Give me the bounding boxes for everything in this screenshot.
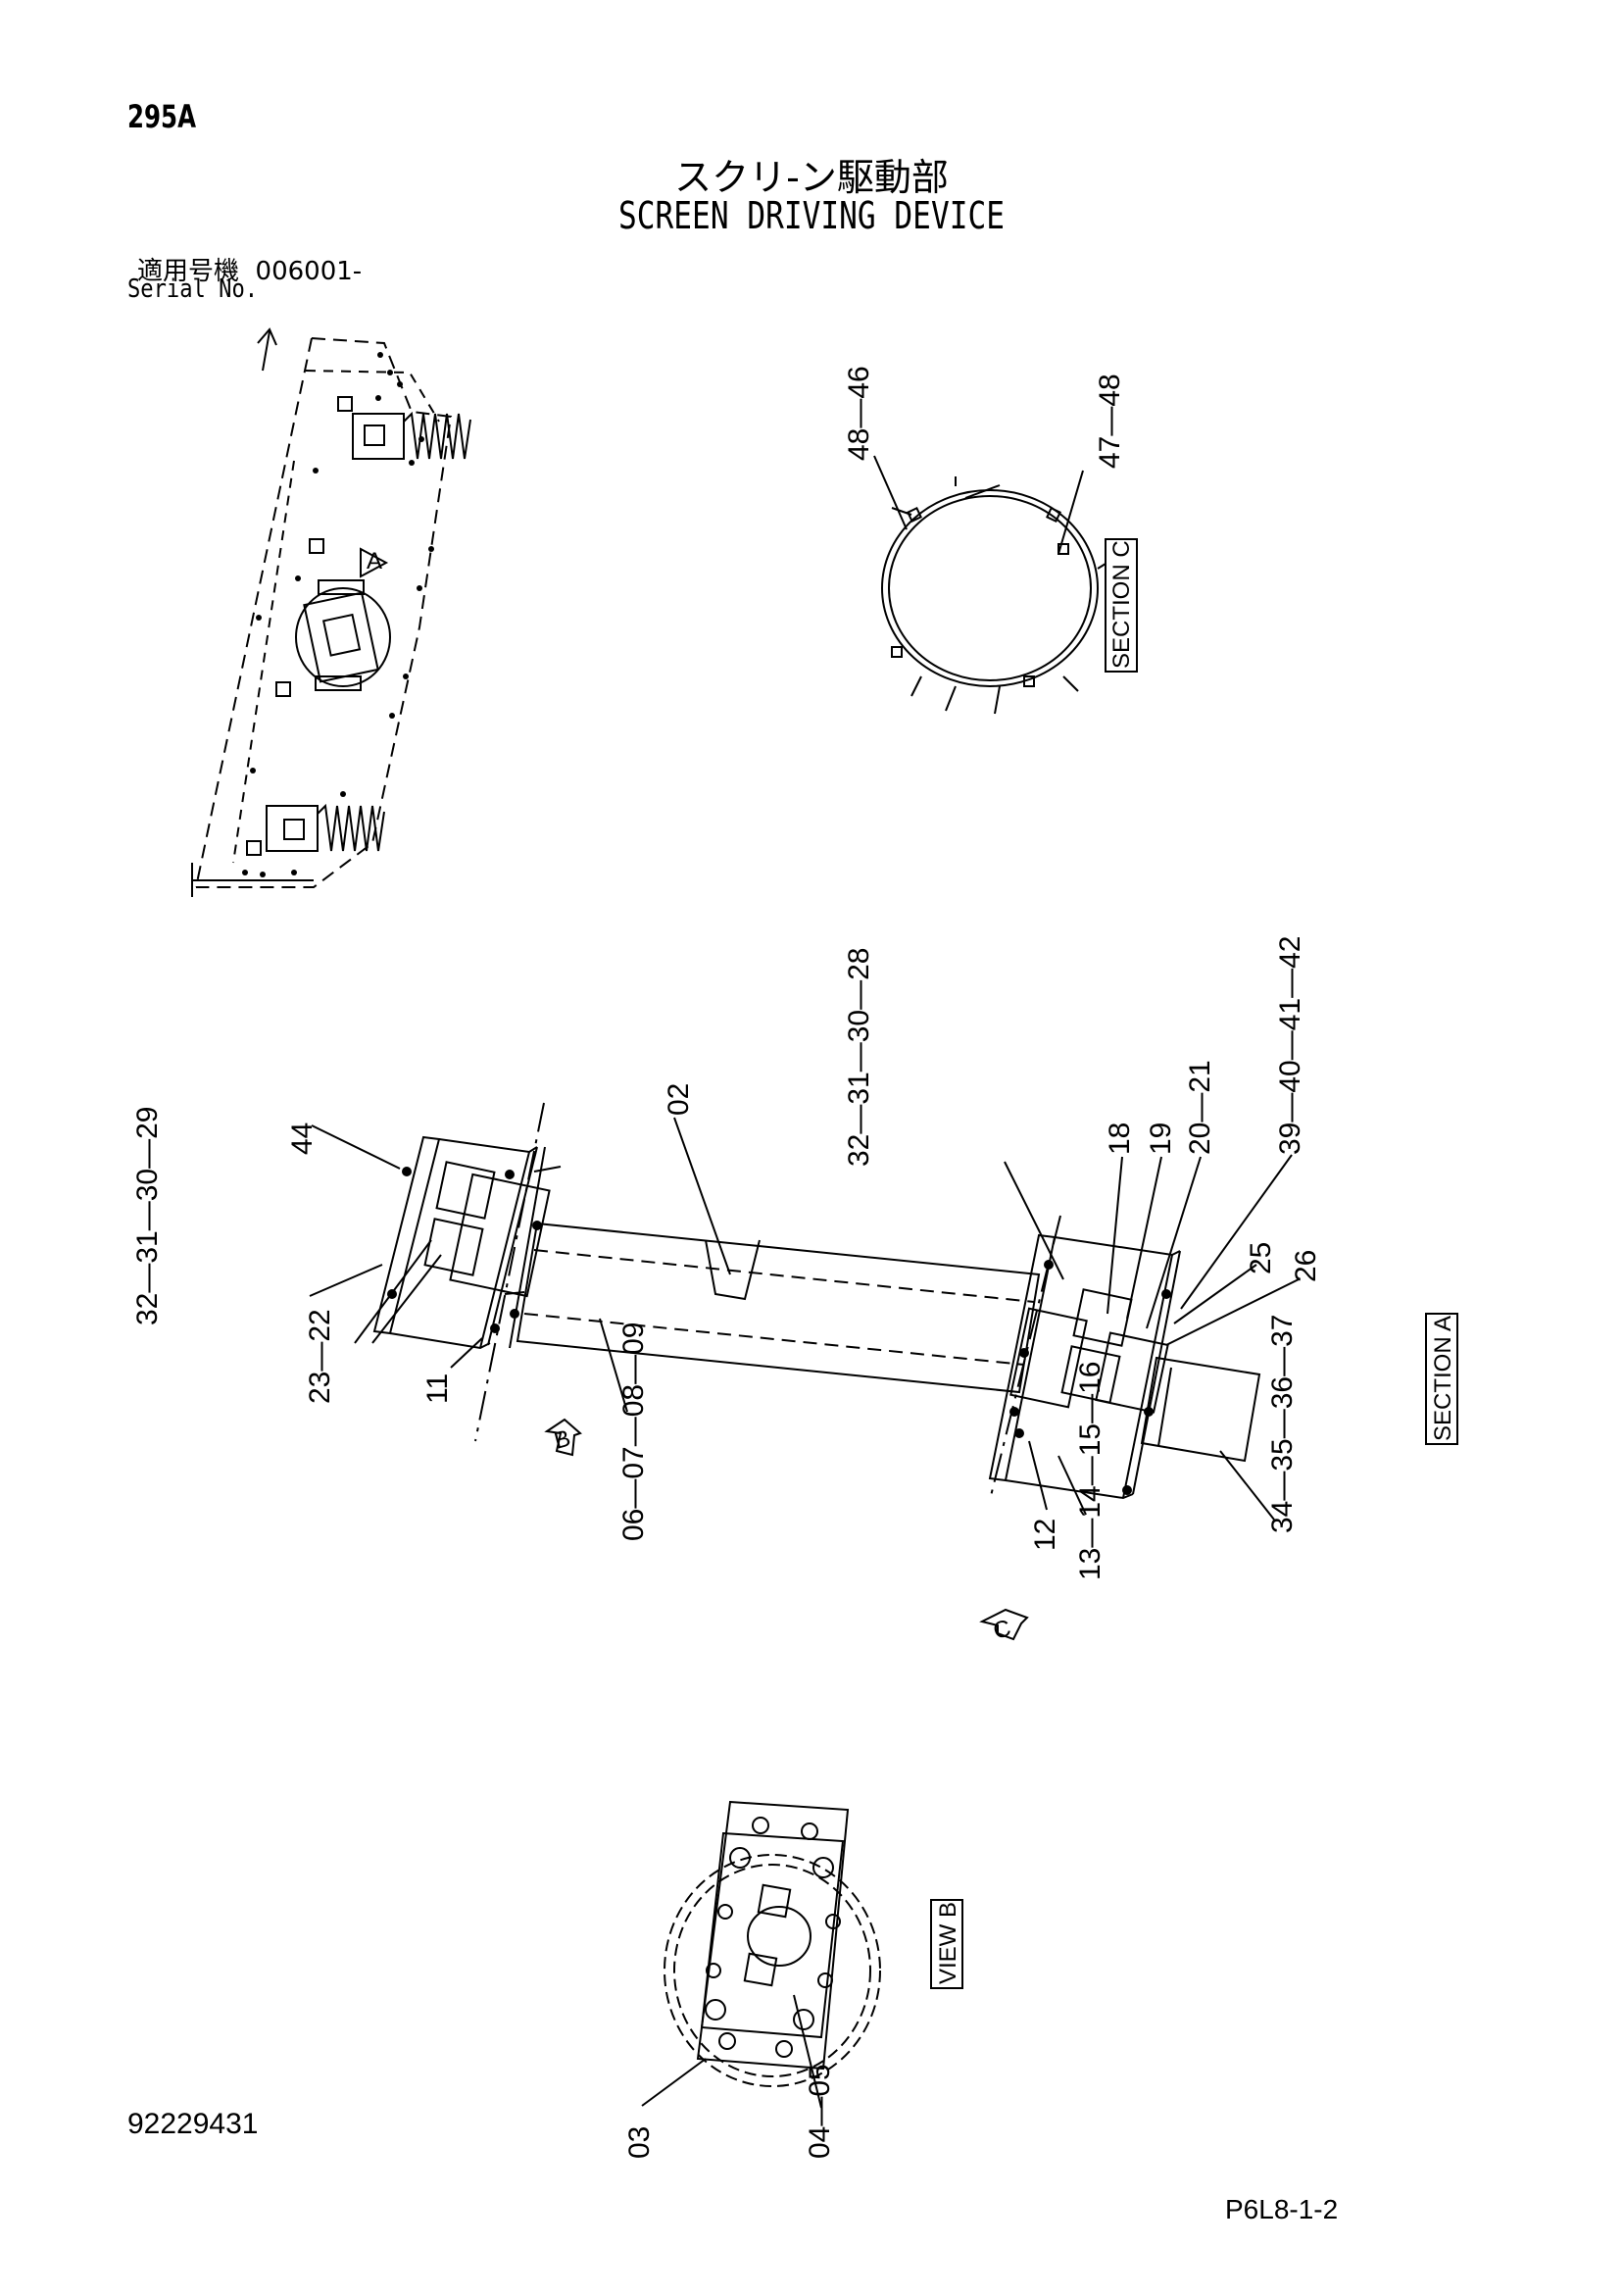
view-marker-c: C [991,1615,1014,1645]
title-japanese: スクリ-ン駆動部 [674,156,949,199]
callout-19: 19 [1145,1123,1177,1155]
drawing-number: 92229431 [127,2108,259,2140]
section-a-label: SECTION A [1430,1316,1456,1441]
section-c-label: SECTION C [1108,540,1135,669]
callout-02: 02 [663,1083,695,1116]
callout-48-46: 48—46 [843,366,875,461]
title-english: SCREEN DRIVING DEVICE [618,194,1005,237]
serial-label-japanese: 適用号機 [137,257,240,286]
page-number: 295A [127,98,197,135]
callout-13-16: 13—14—15—16 [1074,1362,1107,1580]
section-c-drawing [873,455,1138,715]
view-b-label: VIEW B [935,1902,961,1984]
serial-label-english: Serial No. [127,275,259,304]
view-marker-b: B [552,1425,573,1455]
serial-line-japanese: 適用号機 006001- [137,251,362,287]
up-arrow-icon [257,327,277,372]
callout-34-37: 34—35—36—37 [1266,1315,1299,1533]
view-b-drawing [641,1800,881,2109]
callout-39-42: 39—40—41—42 [1274,936,1306,1155]
page-code: P6L8-1-2 [1225,2194,1339,2224]
view-marker-a: A [367,548,382,574]
callout-20-21: 20—21 [1184,1060,1216,1155]
callout-11: 11 [421,1373,454,1404]
callout-04-05: 04—05 [804,2064,836,2159]
callout-23-22: 23—22 [304,1309,336,1404]
callout-32-29-left: 32—31—30—29 [131,1107,164,1325]
callout-03: 03 [623,2126,656,2159]
callout-47-48: 47—48 [1094,374,1126,469]
main-assembly-drawing [309,1102,1300,1641]
callout-44: 44 [286,1123,319,1155]
overview-drawing: A [191,327,471,897]
callout-06-09: 06—07—08—09 [617,1323,650,1541]
callout-12: 12 [1029,1519,1061,1551]
callout-25: 25 [1245,1242,1277,1274]
callout-26: 26 [1290,1250,1322,1282]
serial-value: 006001- [255,257,363,286]
callout-32-28-right: 32—31—30—28 [843,948,875,1167]
callout-18: 18 [1104,1123,1136,1155]
